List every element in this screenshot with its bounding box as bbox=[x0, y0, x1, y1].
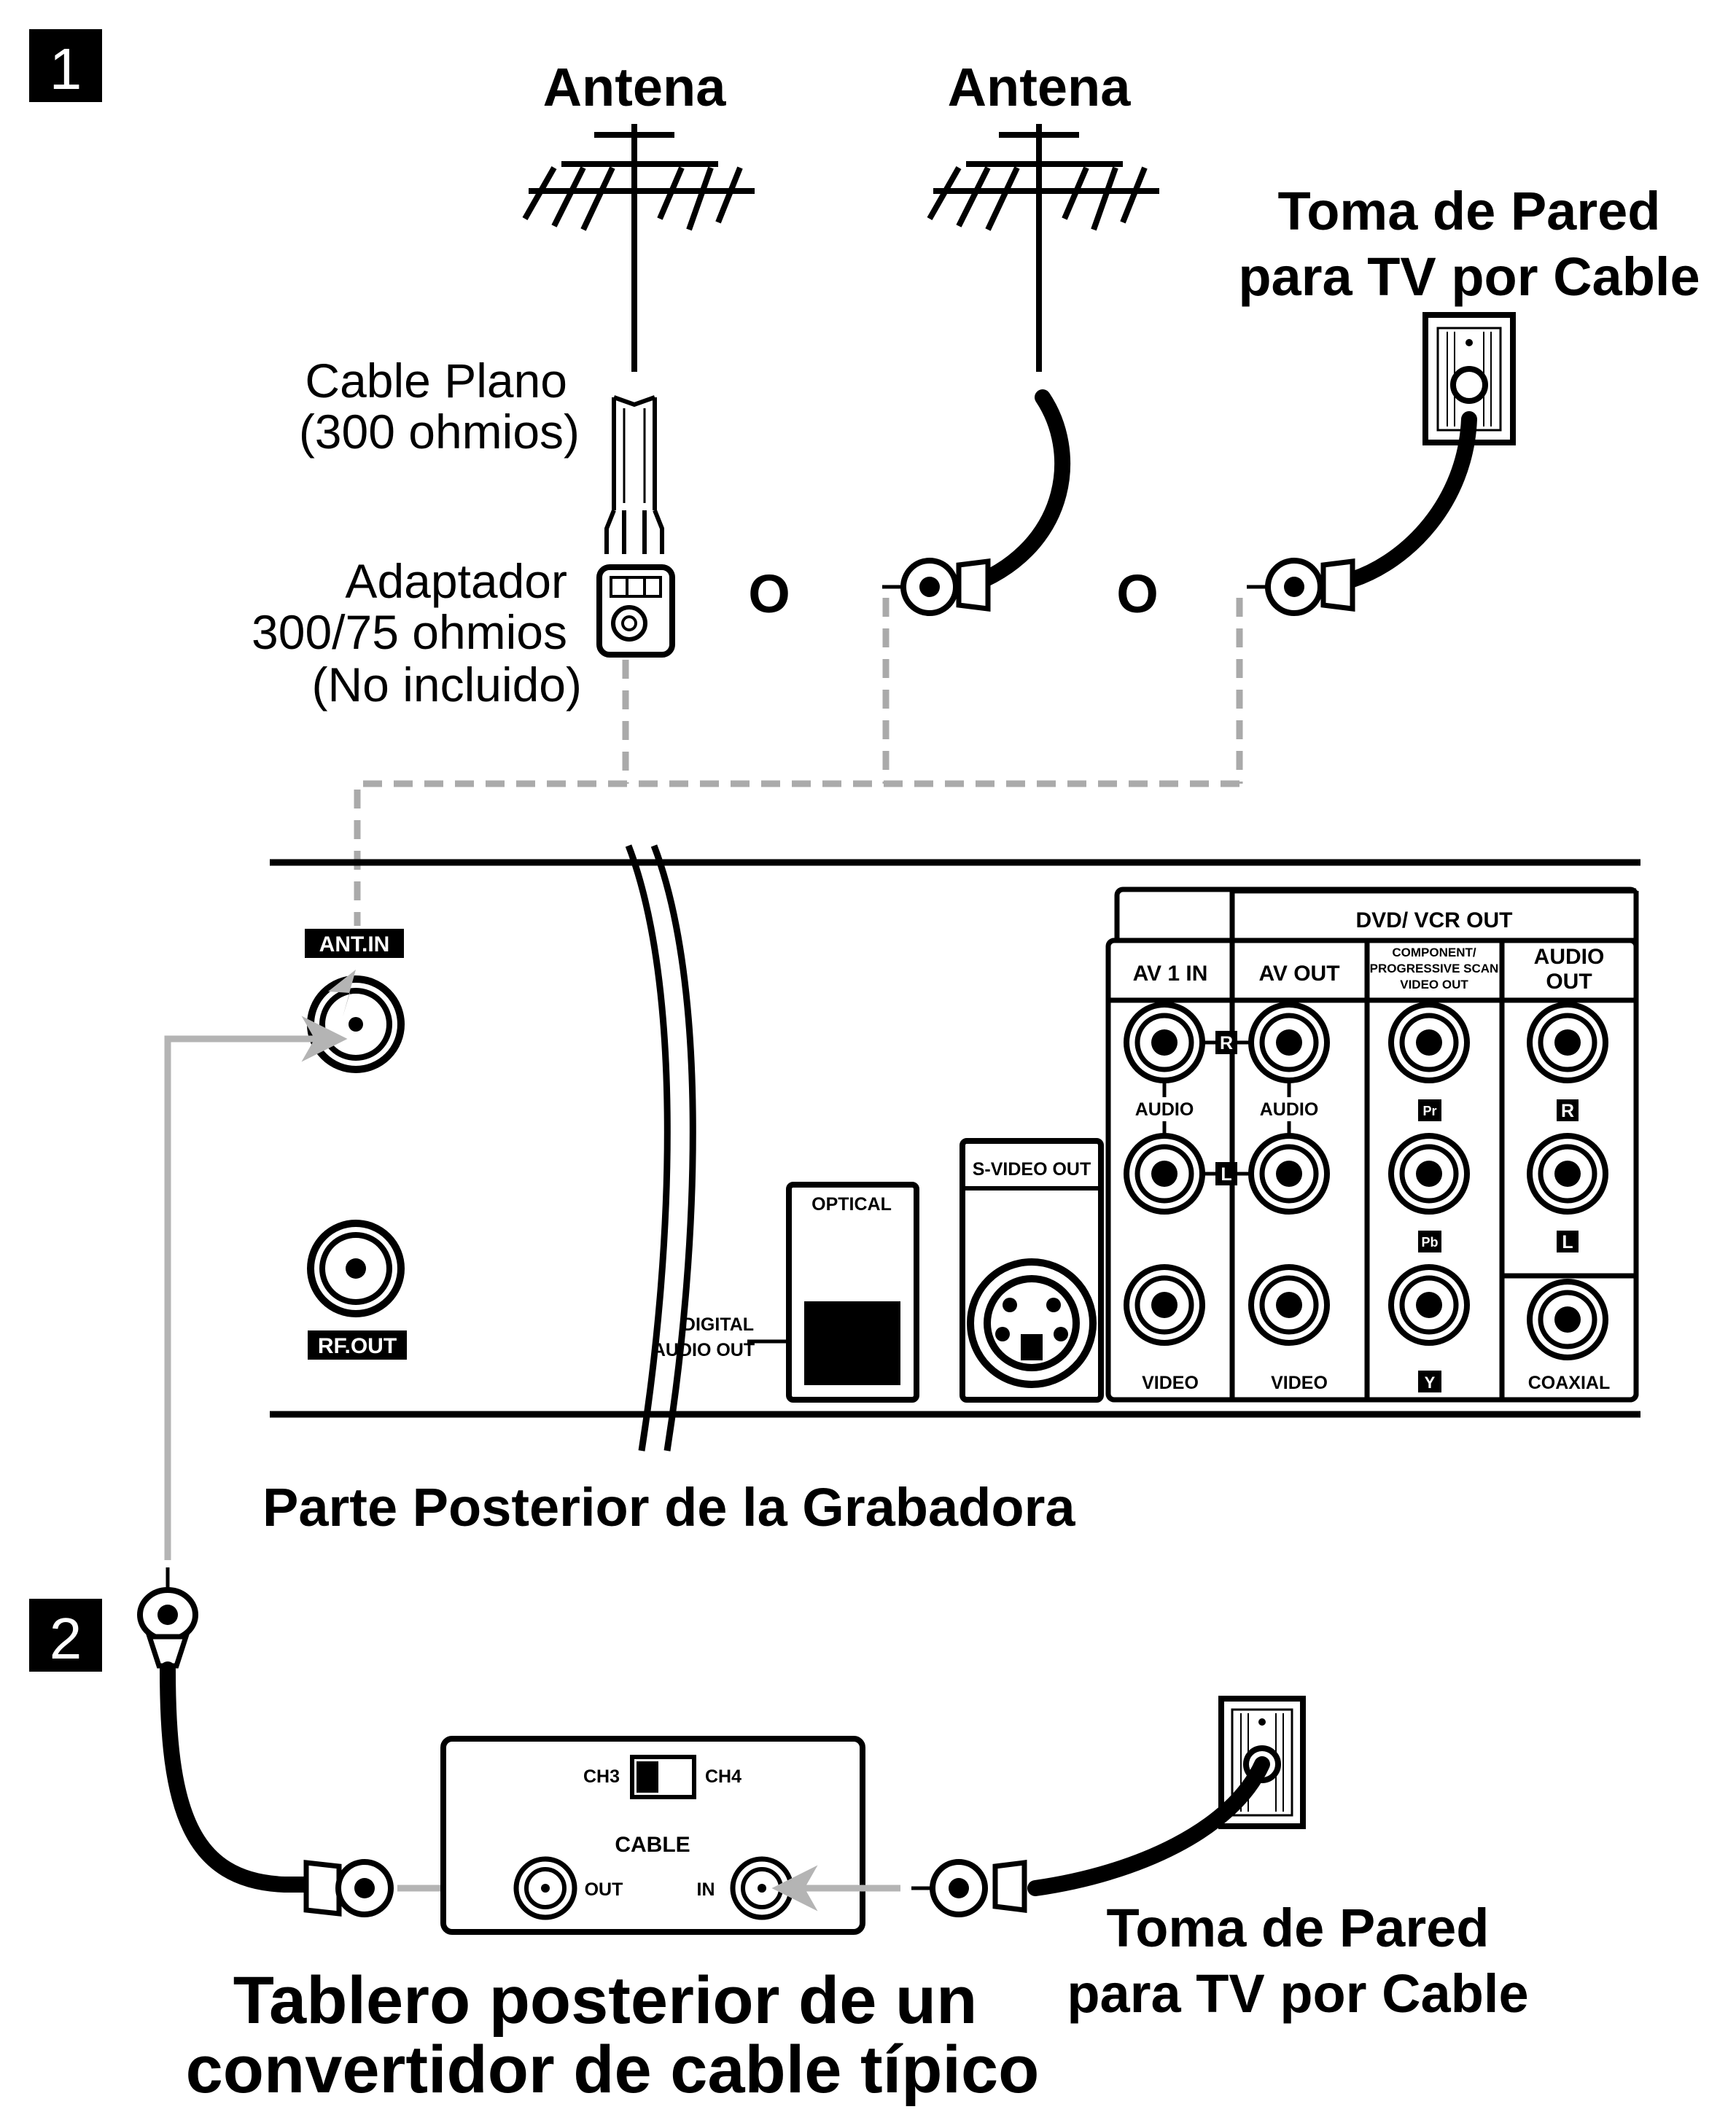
antenna-icon-1 bbox=[522, 124, 755, 372]
ch3-ch4-switch[interactable] bbox=[630, 1755, 696, 1799]
pr-badge: Pr bbox=[1418, 1099, 1441, 1121]
converter-out-label: OUT bbox=[585, 1879, 623, 1900]
wall-outlet-top-label-1: Toma de Pared bbox=[1277, 181, 1660, 241]
av1-in-video-jack[interactable] bbox=[1126, 1267, 1202, 1343]
component-pr-jack[interactable] bbox=[1391, 1005, 1467, 1080]
digital-audio-out-label-1: DIGITAL bbox=[682, 1314, 754, 1335]
svg-text:L: L bbox=[1221, 1164, 1231, 1185]
audio-out-label-2: OUT bbox=[1546, 970, 1592, 994]
dashed-link-bus bbox=[354, 780, 1239, 926]
ant-in-arrow-down bbox=[328, 970, 356, 1017]
step-1-badge: 1 bbox=[29, 29, 102, 102]
av-r-badge: R bbox=[1215, 1031, 1237, 1054]
coax-plug-antenna bbox=[882, 389, 1071, 616]
wall-outlet-top-label-2: para TV por Cable bbox=[1238, 246, 1700, 307]
ch3-label: CH3 bbox=[583, 1766, 620, 1787]
converter-in-label: IN bbox=[697, 1879, 715, 1900]
cable-label: CABLE bbox=[615, 1833, 690, 1857]
component-label-1: COMPONENT/ bbox=[1392, 946, 1476, 959]
component-label-2: PROGRESSIVE SCAN bbox=[1370, 962, 1499, 975]
svg-text:RF.OUT: RF.OUT bbox=[318, 1334, 397, 1358]
adapter-label-2: 300/75 ohmios bbox=[252, 605, 567, 659]
adapter-label-1: Adaptador bbox=[345, 554, 567, 608]
av-out-audio-l-jack[interactable] bbox=[1251, 1136, 1327, 1212]
converter-caption-2: convertidor de cable típico bbox=[186, 2033, 1040, 2107]
optical-port[interactable]: OPTICAL bbox=[786, 1182, 919, 1403]
svg-text:1: 1 bbox=[50, 36, 82, 101]
recorder-break-mark bbox=[625, 844, 696, 1451]
svg-text:R: R bbox=[1220, 1033, 1233, 1053]
av-l-badge: L bbox=[1215, 1162, 1237, 1185]
rf-out-jack[interactable] bbox=[307, 1220, 405, 1317]
svideo-out-label: S-VIDEO OUT bbox=[973, 1159, 1091, 1180]
svg-text:Pr: Pr bbox=[1422, 1104, 1436, 1118]
svg-text:R: R bbox=[1561, 1101, 1574, 1121]
av-out-video-jack[interactable] bbox=[1251, 1267, 1327, 1343]
rf-out-label: RF.OUT bbox=[308, 1330, 407, 1360]
audio-out-label-1: AUDIO bbox=[1534, 945, 1605, 969]
svg-text:Y: Y bbox=[1425, 1373, 1436, 1392]
flat-cable-icon bbox=[604, 395, 664, 554]
y-badge: Y bbox=[1418, 1371, 1441, 1392]
flat-cable-label-1: Cable Plano bbox=[305, 354, 567, 408]
coax-plug-wall-bottom bbox=[911, 1756, 1270, 1917]
ant-in-label: ANT.IN bbox=[305, 929, 404, 958]
pb-badge: Pb bbox=[1418, 1231, 1441, 1252]
or-label-1: O bbox=[748, 564, 790, 624]
av1-in-audio-l-jack[interactable] bbox=[1126, 1136, 1202, 1212]
audio-r-badge: R bbox=[1557, 1099, 1579, 1121]
av-out-label: AV OUT bbox=[1258, 962, 1339, 986]
av1-video-label: VIDEO bbox=[1142, 1373, 1199, 1393]
svg-text:ANT.IN: ANT.IN bbox=[319, 932, 390, 956]
coaxial-label: COAXIAL bbox=[1528, 1373, 1611, 1393]
optical-label: OPTICAL bbox=[811, 1194, 892, 1215]
av-out-audio-label: AUDIO bbox=[1260, 1099, 1319, 1120]
feed-line-to-ant-in bbox=[164, 1016, 348, 1560]
svg-text:L: L bbox=[1562, 1232, 1573, 1252]
av-out-audio-r-jack[interactable] bbox=[1251, 1005, 1327, 1080]
coax-plug-wall bbox=[1247, 411, 1477, 616]
antenna-label-1: Antena bbox=[543, 57, 727, 117]
component-label-3: VIDEO OUT bbox=[1400, 978, 1468, 991]
coax-cable-step2 bbox=[137, 1567, 394, 1917]
dvd-vcr-out-label: DVD/ VCR OUT bbox=[1355, 908, 1512, 932]
ch4-label: CH4 bbox=[705, 1766, 742, 1787]
adapter-icon bbox=[596, 564, 675, 658]
audio-l-badge: L bbox=[1557, 1231, 1579, 1252]
antenna-icon-2 bbox=[927, 124, 1159, 372]
converter-caption-1: Tablero posterior de un bbox=[233, 1963, 978, 2038]
wall-outlet-bottom-label-2: para TV por Cable bbox=[1067, 1963, 1528, 2024]
recorder-caption: Parte Posterior de la Grabadora bbox=[262, 1477, 1075, 1538]
coaxial-jack[interactable] bbox=[1530, 1282, 1605, 1357]
component-y-jack[interactable] bbox=[1391, 1267, 1467, 1343]
converter-out-jack[interactable] bbox=[513, 1856, 577, 1920]
adapter-label-3: (No incluido) bbox=[312, 658, 582, 712]
component-pb-jack[interactable] bbox=[1391, 1136, 1467, 1212]
av1-in-label: AV 1 IN bbox=[1133, 962, 1208, 986]
audio-out-l-jack[interactable] bbox=[1530, 1136, 1605, 1212]
digital-audio-out-label-2: AUDIO OUT bbox=[653, 1340, 755, 1360]
av1-audio-label: AUDIO bbox=[1135, 1099, 1194, 1120]
av-out-video-label: VIDEO bbox=[1271, 1373, 1328, 1393]
audio-out-r-jack[interactable] bbox=[1530, 1005, 1605, 1080]
svg-text:2: 2 bbox=[50, 1606, 82, 1671]
flat-cable-label-2: (300 ohmios) bbox=[299, 405, 580, 459]
dvd-vcr-header-bg bbox=[1234, 892, 1634, 940]
wall-outlet-bottom-label-1: Toma de Pared bbox=[1106, 1898, 1489, 1958]
step-2-badge: 2 bbox=[29, 1599, 102, 1672]
or-label-2: O bbox=[1116, 564, 1159, 624]
wall-outlet-top-icon bbox=[1422, 312, 1516, 445]
converter-in-jack[interactable] bbox=[730, 1856, 794, 1920]
ant-in-jack[interactable] bbox=[307, 975, 405, 1073]
av1-in-audio-r-jack[interactable] bbox=[1126, 1005, 1202, 1080]
antenna-label-2: Antena bbox=[948, 57, 1132, 117]
svideo-out-port[interactable]: S-VIDEO OUT bbox=[960, 1138, 1104, 1403]
svg-text:Pb: Pb bbox=[1421, 1235, 1438, 1250]
